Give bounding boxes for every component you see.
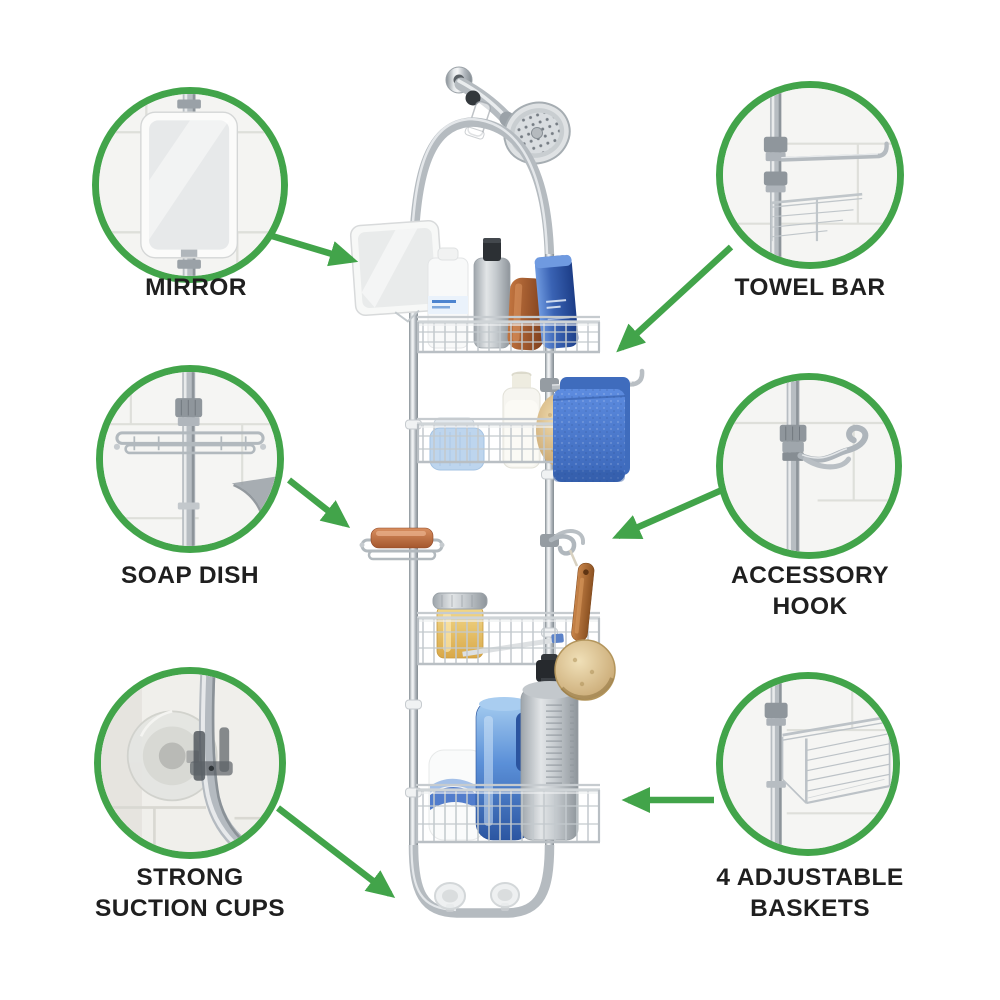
body-brush xyxy=(554,562,616,701)
suction-cup-right xyxy=(490,882,520,911)
arrow-to-soap-dish xyxy=(286,477,351,529)
towel-bar-label-line: TOWEL BAR xyxy=(734,274,886,301)
adjustable-baskets-closeup xyxy=(716,672,900,856)
accessory-hook-closeup xyxy=(716,373,902,559)
accessory-hook-label-line-2: HOOK xyxy=(772,593,848,620)
mirror-closeup xyxy=(92,87,288,283)
arrow-to-accessory-hook xyxy=(612,487,724,539)
accessory-hook-product xyxy=(548,529,585,567)
accessory-hook-label: ACCESSORY HOOK xyxy=(700,560,920,622)
soap-dish-closeup xyxy=(96,365,284,553)
mirror-label: MIRROR xyxy=(86,272,306,303)
arrow-to-suction-cups xyxy=(276,805,396,898)
suction-cups-label-line-2: SUCTION CUPS xyxy=(95,895,285,922)
soap-dish-label-line: SOAP DISH xyxy=(121,562,259,589)
hanger-arch xyxy=(408,117,555,297)
mirror-closeup-photo xyxy=(99,94,281,276)
soap-dish-label: SOAP DISH xyxy=(80,560,300,591)
towel-bar-closeup-photo xyxy=(723,88,897,262)
adjustable-baskets-label: 4 ADJUSTABLE BASKETS xyxy=(690,862,930,924)
accessory-hook-label-line-1: ACCESSORY xyxy=(731,562,889,589)
adjustable-baskets-label-line-1: 4 ADJUSTABLE xyxy=(716,864,904,891)
mirror-label-line: MIRROR xyxy=(145,274,247,301)
bottom-frame xyxy=(408,844,555,918)
soap-dish-closeup-photo xyxy=(103,372,277,546)
towel-bar-label: TOWEL BAR xyxy=(700,272,920,303)
arrow-to-towel-bar xyxy=(616,244,734,353)
soap-dish-product xyxy=(359,527,445,561)
suction-cups-closeup xyxy=(94,667,286,859)
suction-cups-label: STRONG SUCTION CUPS xyxy=(60,862,320,924)
towel xyxy=(552,377,630,482)
suction-cup-left xyxy=(434,882,466,912)
suction-cups-label-line-1: STRONG xyxy=(136,864,244,891)
basket-4 xyxy=(415,783,601,844)
adjustable-baskets-label-line-2: BASKETS xyxy=(750,895,870,922)
suction-cups-closeup-photo xyxy=(101,674,279,852)
basket-1 xyxy=(416,315,601,354)
arrow-to-mirror xyxy=(271,232,359,267)
towel-bar-closeup xyxy=(716,81,904,269)
adjustable-baskets-closeup-photo xyxy=(723,679,893,849)
accessory-hook-closeup-photo xyxy=(723,380,895,552)
